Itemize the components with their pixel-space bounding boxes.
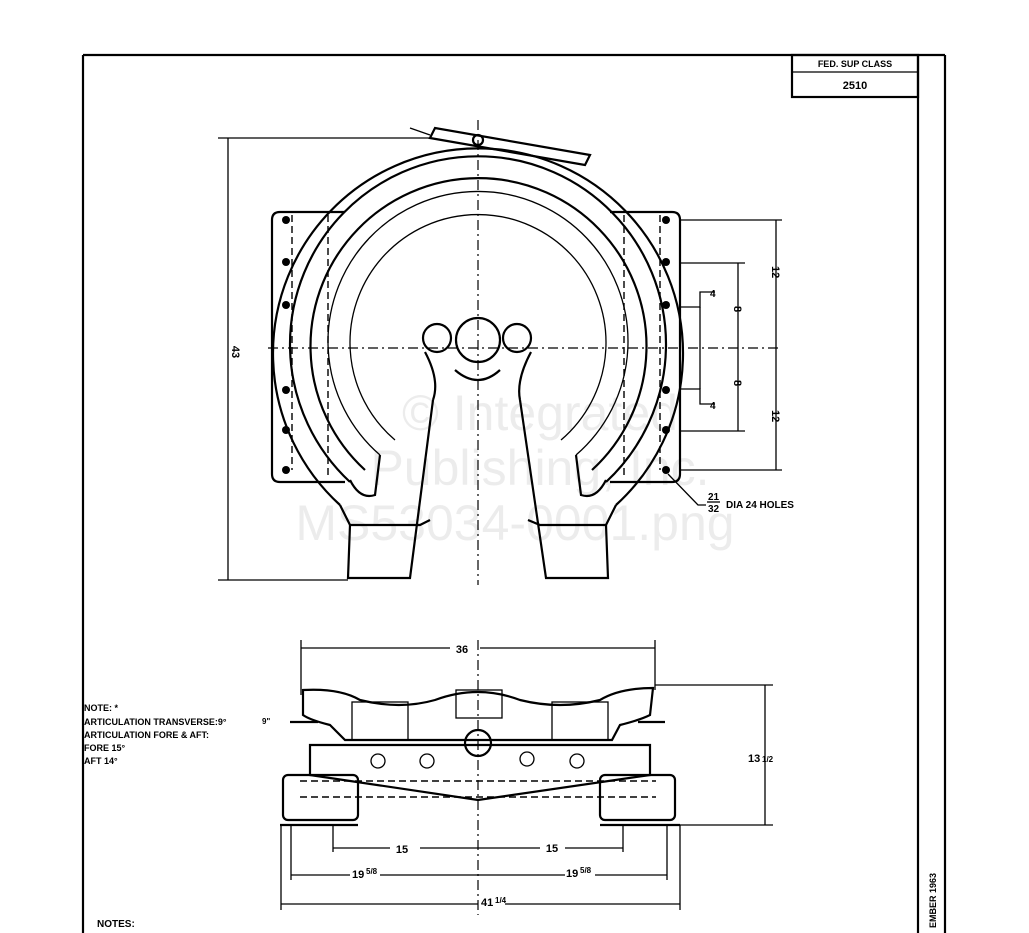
dim-inner-upper-8: 8	[731, 306, 743, 312]
svg-text:Publishing, Inc.: Publishing, Inc.	[370, 440, 709, 496]
dim-height-43: 43	[229, 346, 241, 358]
articulation-note: NOTE: * ARTICULATION TRANSVERSE:9° ARTIC…	[84, 703, 227, 766]
notes-heading: NOTES:	[97, 919, 135, 930]
dim-left-19-fraction: 5/8	[366, 867, 378, 876]
dim-36: 36	[456, 644, 468, 656]
dim-inner-lower-8: 8	[731, 380, 743, 386]
dim-height-13: 13	[748, 753, 760, 765]
note-line: ARTICULATION TRANSVERSE:9°	[84, 717, 227, 727]
dim-right-19: 19	[566, 868, 578, 880]
side-view: 36 13 1/2 15 15	[262, 640, 774, 915]
note-line: ARTICULATION FORE & AFT:	[84, 730, 209, 740]
svg-text:© Integrated: © Integrated	[402, 385, 678, 441]
dim-overall-fraction: 1/4	[495, 896, 507, 905]
dim-height-fraction: 1/2	[762, 755, 774, 764]
dim-small-lower-4: 4	[710, 401, 716, 412]
title-block-value: 2510	[843, 80, 867, 92]
hole-fraction-den: 32	[708, 504, 720, 515]
side-strip-date: EMBER 1963	[928, 873, 938, 928]
hole-note: DIA 24 HOLES	[726, 500, 794, 511]
dim-upper-12: 12	[769, 266, 781, 278]
dim-overall-41: 41	[481, 897, 493, 909]
dim-right-15: 15	[546, 843, 558, 855]
title-block: FED. SUP CLASS 2510	[790, 53, 920, 99]
note-line: FORE 15°	[84, 743, 126, 753]
hole-fraction-num: 21	[708, 492, 720, 503]
dim-left-15: 15	[396, 844, 408, 856]
watermark: © Integrated Publishing, Inc. MS53034-00…	[295, 385, 734, 551]
dim-right-19-fraction: 5/8	[580, 866, 592, 875]
note-line: AFT 14°	[84, 756, 118, 766]
title-block-label: FED. SUP CLASS	[818, 59, 892, 69]
dim-small-upper-4: 4	[710, 289, 716, 300]
svg-text:MS53034-0001.png: MS53034-0001.png	[295, 495, 734, 551]
note-heading: NOTE: *	[84, 703, 118, 713]
articulation-marker: 9"	[262, 717, 270, 726]
dim-lower-12: 12	[769, 410, 781, 422]
top-view: 43 12 12 8 8 4 4 21 32 DIA 24 HOLES	[218, 120, 794, 585]
dim-left-19: 19	[352, 869, 364, 881]
